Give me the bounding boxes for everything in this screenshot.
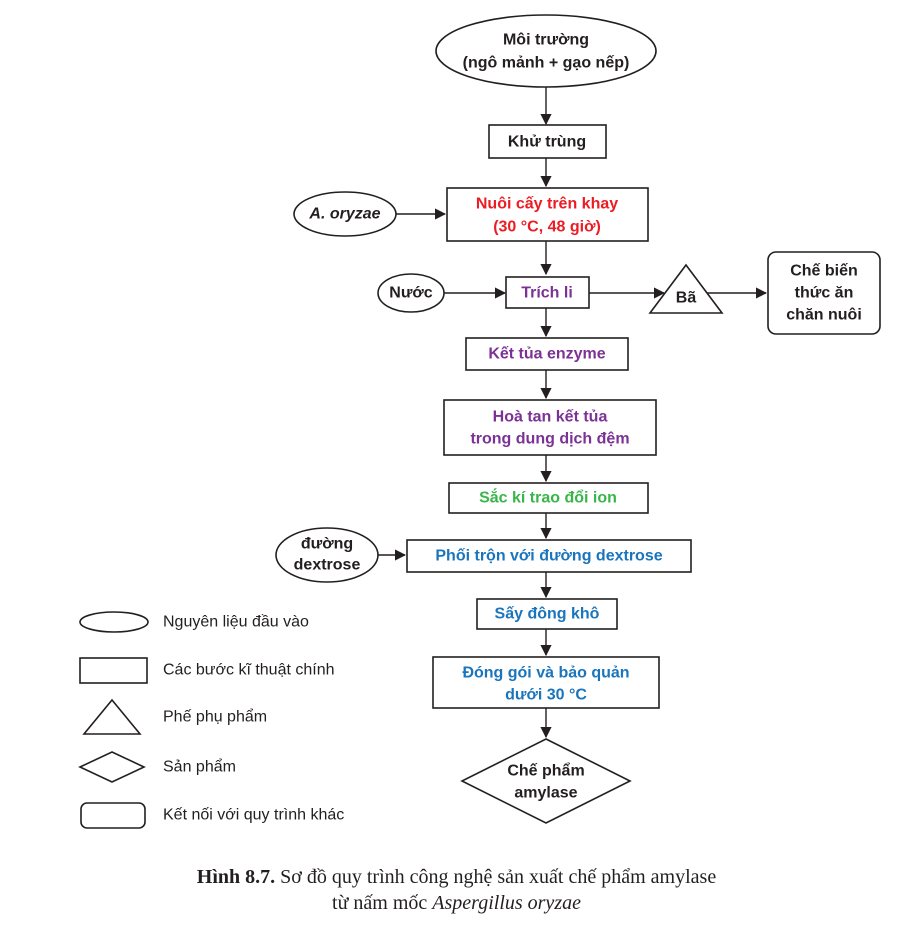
legend-rectangle-shape — [79, 657, 148, 684]
che-bien-line2: thức ăn — [795, 285, 854, 302]
duong-dextrose-line1: đường — [301, 536, 353, 553]
nuoi-cay-line2: (30 °C, 48 giờ) — [493, 219, 601, 236]
legend-label-connection: Kết nối với quy trình khác — [163, 807, 344, 824]
caption-line-2: từ nấm mốc Aspergillus oryzae — [0, 890, 913, 916]
caption-line2-prefix: từ nấm mốc — [332, 892, 433, 914]
dong-goi-line2: dưới 30 °C — [505, 687, 587, 704]
hoa-tan-line2: trong dung dịch đệm — [470, 431, 629, 448]
moi-truong-line2: (ngô mảnh + gạo nếp) — [463, 55, 630, 72]
node-nuoi-cay: Nuôi cấy trên khay (30 °C, 48 giờ) — [446, 187, 649, 242]
node-say: Sấy đông khô — [476, 598, 618, 630]
node-duong-dextrose: đường dextrose — [275, 527, 379, 583]
node-sac-ki: Sắc kí trao đổi ion — [448, 482, 649, 514]
node-ket-tua: Kết tủa enzyme — [465, 337, 629, 371]
caption-text: Sơ đồ quy trình công nghệ sản xuất chế p… — [280, 866, 717, 888]
node-che-pham: Chế phẩm amylase — [460, 738, 632, 824]
figure-caption: Hình 8.7. Sơ đồ quy trình công nghệ sản … — [0, 864, 913, 916]
nuoc-label: Nước — [389, 285, 433, 302]
say-label: Sấy đông khô — [495, 606, 600, 623]
hoa-tan-line1: Hoà tan kết tủa — [493, 409, 608, 426]
legend-item-input: Nguyên liệu đầu vào — [79, 611, 309, 633]
node-moi-truong: Môi trường (ngô mảnh + gạo nếp) — [435, 14, 657, 88]
che-pham-line1: Chế phẩm — [507, 762, 584, 780]
moi-truong-line1: Môi trường — [503, 32, 589, 49]
legend-rounded-rectangle-shape — [80, 802, 146, 829]
legend-triangle-shape — [82, 698, 142, 735]
legend-label-input: Nguyên liệu đầu vào — [163, 614, 309, 631]
duong-dextrose-line2: dextrose — [294, 557, 361, 574]
legend: Nguyên liệu đầu vào Các bước kĩ thuật ch… — [78, 611, 344, 829]
nuoi-cay-line1: Nuôi cấy trên khay — [476, 196, 618, 213]
node-hoa-tan: Hoà tan kết tủa trong dung dịch đệm — [443, 399, 657, 456]
che-pham-line2: amylase — [514, 785, 577, 802]
trich-li-label: Trích li — [521, 285, 573, 302]
che-bien-line1: Chế biến — [790, 263, 858, 280]
phoi-tron-label: Phối trộn với đường dextrose — [435, 548, 662, 565]
legend-label-byproduct: Phế phụ phẩm — [163, 708, 267, 726]
node-trich-li: Trích li — [505, 276, 590, 309]
legend-ellipse-shape — [79, 611, 149, 633]
legend-item-byproduct: Phế phụ phẩm — [82, 698, 267, 735]
flow-arrows — [378, 87, 768, 739]
legend-item-product: Sản phẩm — [78, 751, 236, 783]
node-phoi-tron: Phối trộn với đường dextrose — [406, 539, 692, 573]
caption-species: Aspergillus oryzae — [432, 892, 581, 914]
che-bien-line3: chăn nuôi — [786, 307, 862, 324]
legend-label-product: Sản phẩm — [163, 758, 236, 776]
caption-line-1: Hình 8.7. Sơ đồ quy trình công nghệ sản … — [0, 864, 913, 890]
ket-tua-label: Kết tủa enzyme — [488, 346, 605, 363]
caption-label: Hình 8.7. — [196, 866, 276, 888]
a-oryzae-label: A. oryzae — [308, 206, 380, 223]
sac-ki-label: Sắc kí trao đổi ion — [479, 488, 617, 507]
node-nuoc: Nước — [377, 273, 445, 313]
dong-goi-line1: Đóng gói và bảo quản — [462, 665, 629, 682]
legend-label-main-step: Các bước kĩ thuật chính — [163, 662, 335, 679]
legend-diamond-shape — [78, 751, 146, 783]
node-khu-trung: Khử trùng — [488, 124, 607, 159]
node-dong-goi: Đóng gói và bảo quản dưới 30 °C — [432, 656, 660, 709]
ba-label: Bã — [676, 290, 697, 307]
khu-trung-label: Khử trùng — [508, 134, 586, 151]
legend-item-main-step: Các bước kĩ thuật chính — [79, 657, 335, 684]
legend-item-connection: Kết nối với quy trình khác — [80, 802, 344, 829]
node-a-oryzae: A. oryzae — [293, 191, 397, 237]
node-ba: Bã — [648, 263, 724, 314]
node-che-bien: Chế biến thức ăn chăn nuôi — [767, 251, 881, 335]
